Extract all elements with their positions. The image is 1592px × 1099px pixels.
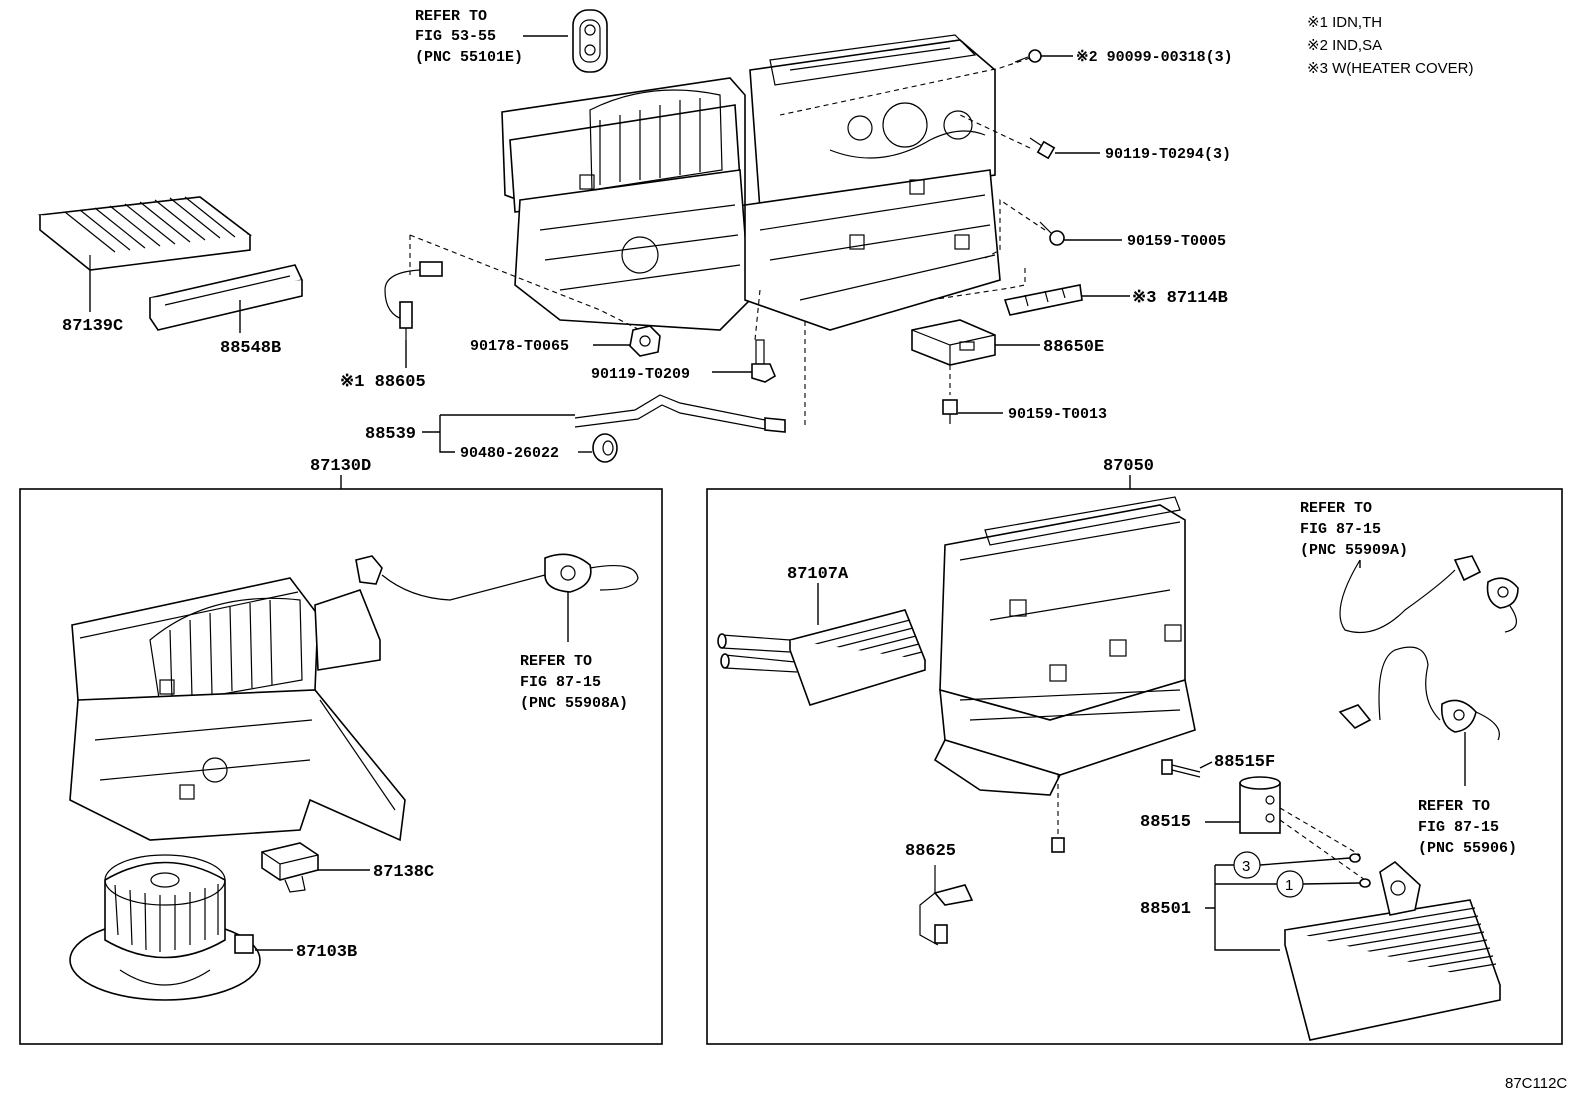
bolt-90119-t0209 — [751, 339, 777, 383]
label-87130d: 87130D — [310, 457, 371, 476]
ring-callout-3: 3 — [1233, 851, 1261, 879]
label-88515f: 88515F — [1214, 753, 1275, 772]
label-87138c: 87138C — [373, 863, 434, 882]
sensor-wire-right-a — [1339, 555, 1519, 634]
label-87139c: 87139C — [62, 317, 123, 336]
heater-core-87107a — [717, 609, 927, 706]
blower-case — [69, 577, 406, 842]
right-refer-a-line3: (PNC 55909A) — [1300, 542, 1408, 559]
refer-top-line3: (PNC 55101E) — [415, 49, 523, 66]
drain-hose-88539 — [574, 394, 786, 433]
sensor-88605 — [384, 261, 443, 340]
hvac-unit-assembly — [501, 34, 1001, 331]
label-87103b: 87103B — [296, 943, 357, 962]
bolt-90119-t0294 — [1029, 137, 1056, 160]
refer-top-line2: FIG 53-55 — [415, 28, 496, 45]
right-refer-a-line1: REFER TO — [1300, 500, 1372, 517]
label-90119-t0294: 90119-T0294(3) — [1105, 146, 1231, 163]
left-refer-line3: (PNC 55908A) — [520, 695, 628, 712]
footnote-1: ※1 IDN,TH — [1307, 14, 1382, 31]
label-87050: 87050 — [1103, 457, 1154, 476]
heater-assembly-box — [706, 488, 1563, 1045]
blower-motor-87103b — [69, 854, 261, 1001]
resistor-87138c — [261, 842, 319, 893]
heater-case — [933, 496, 1196, 796]
right-refer-b-line3: (PNC 55906) — [1418, 840, 1517, 857]
label-88548b: 88548B — [220, 339, 281, 358]
clamp-90480 — [592, 433, 618, 463]
label-88625: 88625 — [905, 842, 956, 861]
bolt-88515f — [1161, 759, 1201, 778]
grommet-part — [572, 9, 608, 73]
blower-assembly-box — [19, 488, 663, 1045]
screw-88515f-lower — [1051, 837, 1065, 853]
label-88650e: 88650E — [1043, 338, 1104, 357]
air-filter-87139c — [37, 196, 253, 271]
left-refer-line2: FIG 87-15 — [520, 674, 601, 691]
footnote-3: ※3 W(HEATER COVER) — [1307, 60, 1473, 77]
ring-callout-1: 1 — [1276, 870, 1304, 898]
label-90480: 90480-26022 — [460, 445, 559, 462]
footnote-2: ※2 IND,SA — [1307, 37, 1382, 54]
label-90178: 90178-T0065 — [470, 338, 569, 355]
label-87114b: ※3 87114B — [1132, 289, 1228, 308]
bolt-90159-t0005 — [1039, 221, 1065, 246]
left-refer-line1: REFER TO — [520, 653, 592, 670]
label-90159-t0013: 90159-T0013 — [1008, 406, 1107, 423]
label-90119-t0209: 90119-T0209 — [591, 366, 690, 383]
label-88539: 88539 — [365, 425, 416, 444]
thermistor-88625 — [919, 865, 974, 946]
amplifier-88650e — [911, 319, 996, 366]
svg-text:1: 1 — [1285, 877, 1293, 894]
label-87107a: 87107A — [787, 565, 849, 584]
sensor-wire-right-b — [1338, 646, 1500, 741]
label-88501: 88501 — [1140, 900, 1191, 919]
right-refer-a-line2: FIG 87-15 — [1300, 521, 1381, 538]
right-refer-b-line2: FIG 87-15 — [1418, 819, 1499, 836]
evaporator-88501 — [1284, 860, 1502, 1041]
label-90099: ※2 90099-00318(3) — [1076, 49, 1233, 66]
refer-top-line1: REFER TO — [415, 8, 487, 25]
sensor-wire-left — [355, 553, 639, 601]
label-88605: ※1 88605 — [340, 373, 426, 392]
nut-90178-t0065 — [629, 325, 661, 357]
right-refer-b-line1: REFER TO — [1418, 798, 1490, 815]
label-88515: 88515 — [1140, 813, 1191, 832]
expansion-valve-88515 — [1239, 776, 1281, 834]
heater-cover-87114b — [1003, 284, 1083, 316]
figure-code: 87C112C — [1505, 1075, 1567, 1092]
filter-cover-88548b — [148, 264, 304, 331]
svg-text:3: 3 — [1242, 858, 1250, 875]
screw-90099 — [1014, 49, 1042, 63]
screw-90159-t0013 — [942, 365, 958, 424]
label-90159-t0005: 90159-T0005 — [1127, 233, 1226, 250]
